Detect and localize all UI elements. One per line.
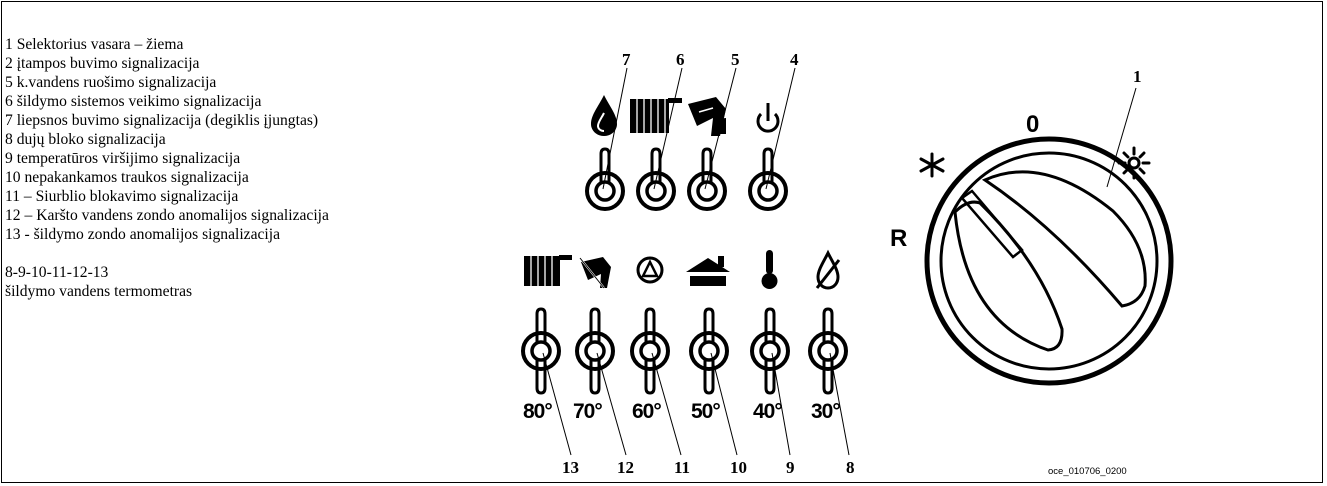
legend-item-1: 1 Selektorius vasara – žiema — [5, 36, 184, 53]
dial-label-0: 0 — [1026, 111, 1039, 138]
top-row: 7 6 5 4 — [585, 50, 799, 211]
crossed-flame-icon — [815, 249, 841, 290]
legend-item-11: 11 – Siurblio blokavimo signalizacija — [5, 188, 239, 205]
callout-12: 12 — [617, 458, 634, 477]
legend-item-6: 6 šildymo sistemos veikimo signalizacija — [5, 93, 262, 110]
callout-8: 8 — [846, 458, 855, 477]
temp-40: 40° — [753, 400, 782, 423]
dial-pointer — [960, 189, 1024, 259]
thermometer-icon — [761, 250, 778, 289]
legend-item-5: 5 k.vandens ruošimo signalizacija — [5, 74, 217, 91]
led-10 — [689, 307, 729, 395]
legend-item-2: 2 įtampos buvimo signalizacija — [5, 55, 200, 72]
led-5 — [687, 147, 727, 211]
temp-80: 80° — [523, 400, 552, 423]
sun-icon — [1117, 146, 1151, 180]
callout-5: 5 — [731, 50, 740, 69]
legend-range-caption: šildymo vandens termometras — [5, 283, 193, 300]
callout-9: 9 — [786, 458, 795, 477]
flame-drop-icon — [591, 95, 617, 136]
legend-item-10: 10 nepakankamos traukos signalizacija — [5, 169, 249, 186]
summer-winter-selector: 0 R 1 — [890, 67, 1174, 386]
dial-knob-lower — [953, 200, 1064, 352]
chimney-house-icon — [686, 256, 730, 286]
legend-item-13: 13 - šildymo zondo anomalijos signalizac… — [5, 226, 280, 243]
image-code: oce_010706_0200 — [1048, 466, 1127, 477]
dial-inner-ring — [939, 151, 1159, 371]
callout-13: 13 — [562, 458, 579, 477]
dial-label-r: R — [890, 225, 907, 252]
legend-item-8: 8 dujų bloko signalizacija — [5, 131, 166, 148]
callout-6: 6 — [676, 50, 685, 69]
pump-icon — [636, 256, 664, 284]
callout-7: 7 — [622, 50, 631, 69]
led-11 — [630, 307, 670, 395]
temp-70: 70° — [573, 400, 602, 423]
led-9 — [750, 307, 790, 395]
legend-item-12: 12 – Karšto vandens zondo anomalijos sig… — [5, 207, 329, 224]
legend-item-9: 9 temperatūros viršijimo signalizacija — [5, 150, 241, 167]
callout-1: 1 — [1133, 67, 1142, 86]
snowflake-icon — [919, 152, 945, 178]
callout-11: 11 — [674, 458, 690, 477]
legend-range: 8-9-10-11-12-13 — [5, 264, 109, 281]
radiator-icon — [524, 255, 572, 286]
temp-50: 50° — [691, 400, 720, 423]
led-8 — [808, 307, 848, 395]
radiator-icon — [630, 98, 682, 133]
callout-10: 10 — [730, 458, 747, 477]
dial-knob-upper — [981, 170, 1147, 308]
led-13 — [521, 307, 561, 395]
dial-outer-ring — [924, 136, 1174, 386]
legend-item-7: 7 liepsnos buvimo signalizacija (degikli… — [5, 112, 319, 129]
led-12 — [575, 307, 615, 395]
bottom-row: 80° 70° 60° 50° 40° 30° 13 12 11 10 9 8 — [521, 249, 855, 477]
temp-30: 30° — [811, 400, 840, 423]
temp-60: 60° — [632, 400, 661, 423]
callout-4: 4 — [790, 50, 799, 69]
power-icon — [756, 103, 780, 133]
legend: 1 Selektorius vasara – žiema 2 įtampos b… — [5, 35, 329, 301]
tap-icon — [579, 257, 611, 289]
